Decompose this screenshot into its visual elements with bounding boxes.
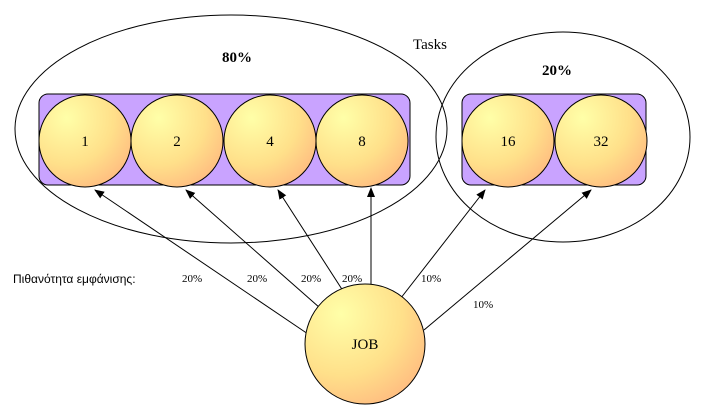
task-label-2: 2 xyxy=(173,134,181,150)
edge-prob-4: 20% xyxy=(301,273,321,285)
edge-to-task-16 xyxy=(396,189,486,304)
edge-prob-1: 20% xyxy=(182,273,202,285)
edge-to-task-2 xyxy=(185,189,321,309)
task-label-4: 4 xyxy=(266,134,274,150)
task-label-32: 32 xyxy=(594,134,609,150)
edge-to-task-32 xyxy=(423,189,592,331)
edge-prob-2: 20% xyxy=(247,273,267,285)
task-label-16: 16 xyxy=(501,134,517,150)
task-label-1: 1 xyxy=(81,134,89,150)
edges xyxy=(94,187,592,335)
diagram-title: Tasks xyxy=(413,37,447,53)
group-percent-80: 80% xyxy=(222,50,252,66)
task-node-32: 32 xyxy=(554,94,648,188)
job-label: JOB xyxy=(352,337,379,353)
edge-to-task-4 xyxy=(277,189,346,295)
job-node: JOB xyxy=(304,283,426,405)
task-node-16: 16 xyxy=(461,94,555,188)
task-node-4: 4 xyxy=(223,94,317,188)
task-node-8: 8 xyxy=(315,94,409,188)
edge-prob-16: 10% xyxy=(421,273,441,285)
task-node-2: 2 xyxy=(130,94,224,188)
edge-to-task-1 xyxy=(94,189,309,335)
group-ellipse-20 xyxy=(435,31,691,243)
task-label-8: 8 xyxy=(358,134,366,150)
group-percent-20: 20% xyxy=(542,63,572,79)
edge-prob-32: 10% xyxy=(473,299,493,311)
probability-label: Πιθανότητα εμφάνισης: xyxy=(13,272,136,286)
task-node-1: 1 xyxy=(38,94,132,188)
group-ellipse-80 xyxy=(14,14,448,244)
edge-prob-8: 20% xyxy=(342,273,362,285)
